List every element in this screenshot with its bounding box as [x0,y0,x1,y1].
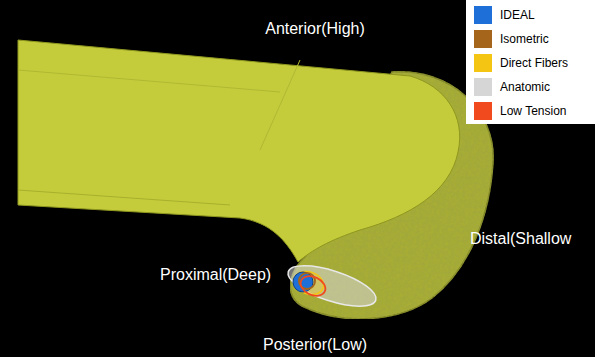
direction-label: Proximal(Deep) [160,266,271,284]
legend-swatch [474,78,492,96]
legend-entry: Direct Fibers [474,53,568,73]
legend-box: IDEAL IsometricDirect FibersAnatomicLow T… [466,0,595,124]
surface-mark [18,190,230,205]
surface-mark [18,70,280,92]
direction-label: Posterior(Low) [263,336,367,354]
legend-swatch [474,102,492,120]
legend-text: Direct Fibers [500,56,568,70]
legend-entry: Anatomic [474,77,550,97]
direction-label: Anterior(High) [265,20,365,38]
direction-label: Distal(Shallow [470,230,571,248]
cut-surface [18,40,460,262]
legend-text: Isometric [500,32,549,46]
surface-mark [260,60,300,150]
legend-text: IDEAL [500,8,535,22]
legend-text: Anatomic [500,80,550,94]
legend-entry: Low Tension [474,101,567,121]
tunnel-footprints [284,258,381,315]
legend-swatch [474,30,492,48]
legend-entry: IDEAL [474,5,535,25]
legend-text: Low Tension [500,104,567,118]
legend-swatch [474,54,492,72]
legend-entry: Isometric [474,29,549,49]
legend-swatch [474,6,492,24]
